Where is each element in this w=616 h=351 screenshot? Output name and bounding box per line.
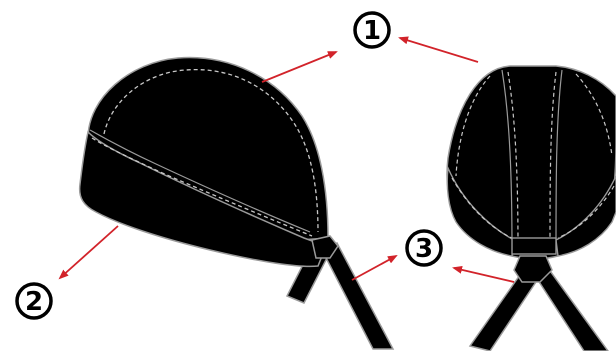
cap-side-tie-right xyxy=(322,243,393,349)
arrow-to-callout-2 xyxy=(60,226,118,278)
callout-2-label: 2 xyxy=(25,287,43,317)
arrow-to-callout-1-from-side xyxy=(262,52,336,82)
arrow-to-callout-3-from-side xyxy=(352,256,396,280)
cap-back-view xyxy=(447,66,616,351)
arrow-to-callout-3-from-back xyxy=(454,268,514,282)
callout-1: 1 xyxy=(355,13,389,47)
cap-back-strap-plate xyxy=(512,238,556,254)
callout-3-label: 3 xyxy=(415,234,433,264)
cap-side-view xyxy=(80,58,393,349)
callout-3: 3 xyxy=(407,231,441,265)
cap-back-tie-left xyxy=(470,272,536,351)
callout-1-label: 1 xyxy=(363,16,381,46)
arrow-to-callout-1-from-back xyxy=(400,38,478,62)
callout-2: 2 xyxy=(17,284,51,318)
cap-back-tie-right xyxy=(534,268,608,351)
